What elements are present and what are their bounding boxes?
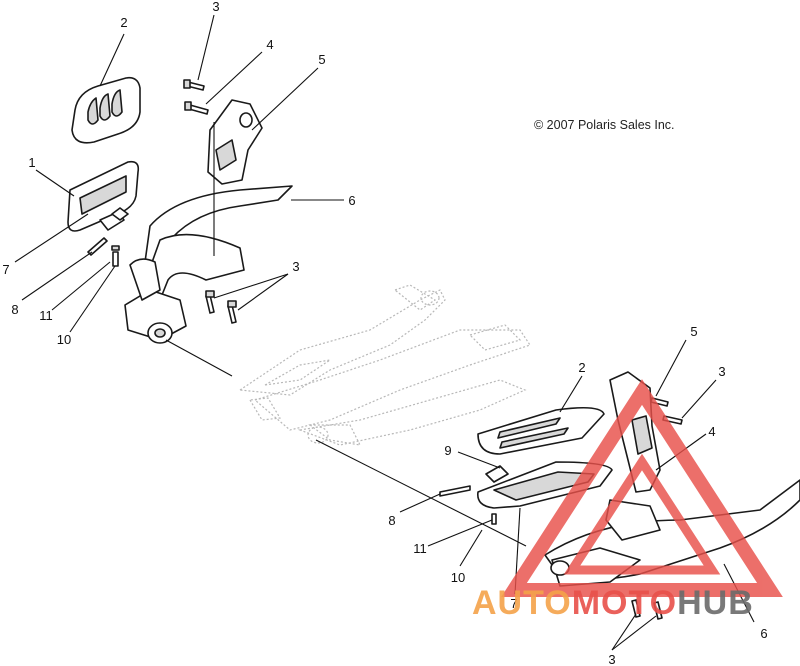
- callout-2: 2: [120, 15, 127, 30]
- pins-upper: [87, 237, 120, 267]
- watermark-text: AUTOMOTOHUB: [472, 584, 754, 622]
- footrest-pad-upper: [71, 76, 141, 144]
- callouts-upper: 2 3 4 5 1 6 7 3 8 11 10: [2, 0, 355, 347]
- callout-2-lower: 2: [578, 360, 585, 375]
- watermark-word-hub: HUB: [677, 584, 754, 622]
- callout-5: 5: [318, 52, 325, 67]
- footrest-bar-upper: [124, 185, 293, 344]
- callout-3-lower: 3: [718, 364, 725, 379]
- callout-11: 11: [39, 308, 53, 323]
- bolts-upper: [183, 79, 237, 324]
- footrest-upper: [67, 160, 140, 232]
- watermark-logo: [501, 379, 783, 597]
- callout-7-lower: 7: [510, 596, 517, 611]
- bolts-lower: [439, 397, 683, 620]
- callout-3: 3: [212, 0, 219, 14]
- leader-lines: [14, 14, 755, 651]
- bracket-upper: [207, 99, 263, 185]
- callout-5-lower: 5: [690, 324, 697, 339]
- callout-3b: 3: [292, 259, 299, 274]
- callout-6-lower: 6: [760, 626, 767, 641]
- watermark-triangle-inner: [563, 453, 721, 575]
- callout-10: 10: [57, 332, 71, 347]
- copyright-notice: © 2007 Polaris Sales Inc.: [534, 118, 675, 132]
- callout-11-lower: 11: [413, 541, 427, 556]
- ghosted-frame: [238, 284, 531, 446]
- watermark-word-moto: MOTO: [572, 584, 677, 622]
- callout-6: 6: [348, 193, 355, 208]
- callout-7: 7: [2, 262, 9, 277]
- callout-8: 8: [11, 302, 18, 317]
- watermark-word-auto: AUTO: [472, 584, 572, 622]
- callout-1: 1: [28, 155, 35, 170]
- callout-10-lower: 10: [451, 570, 465, 585]
- callout-4: 4: [266, 37, 273, 52]
- callout-8-lower: 8: [388, 513, 395, 528]
- callouts-lower: 5 2 3 4 9 8 11 10 7 6 3: [388, 324, 767, 666]
- watermark-triangle-outer: [501, 379, 783, 597]
- callout-9-lower: 9: [444, 443, 451, 458]
- callout-4-lower: 4: [708, 424, 715, 439]
- callout-3-lower-b: 3: [608, 652, 615, 666]
- footrest-pad-lower: [477, 406, 605, 455]
